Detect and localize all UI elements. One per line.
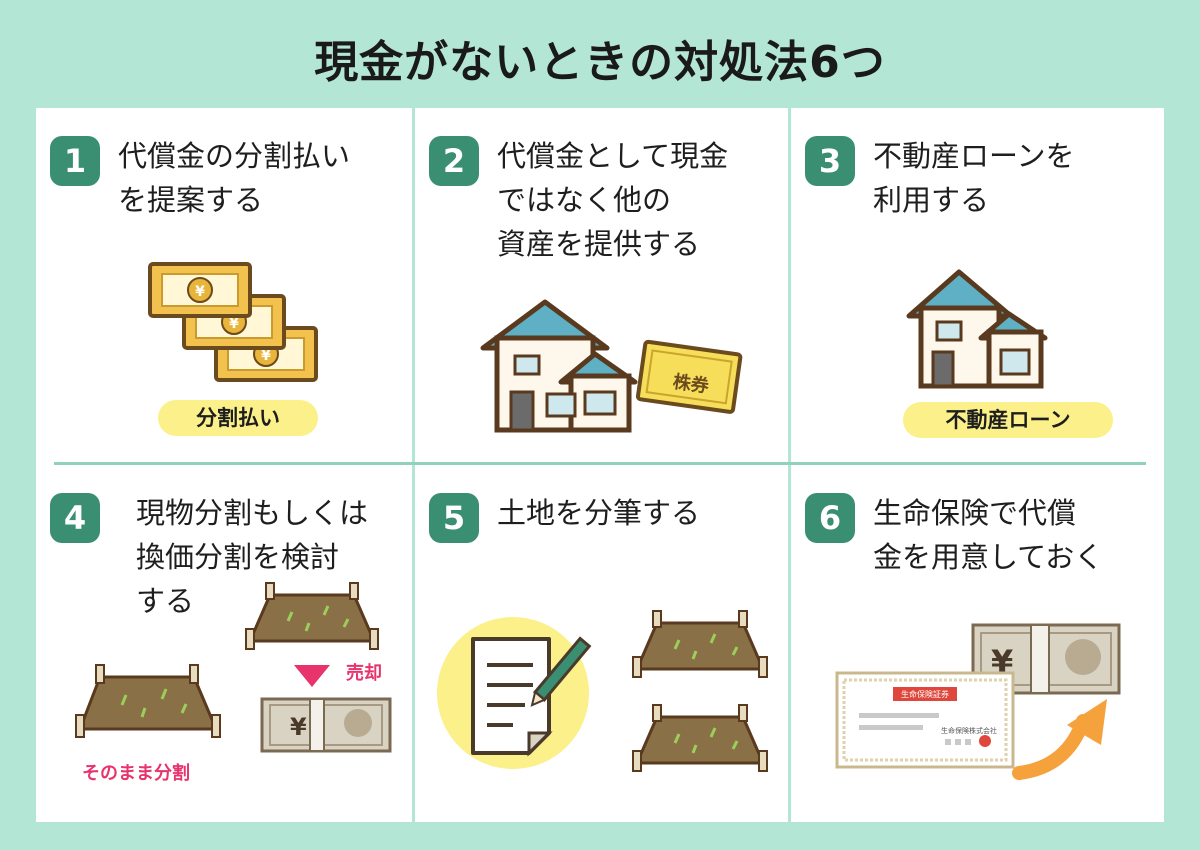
panel-6: 6 生命保険で代償 金を用意しておく ¥ 生命保険証券 生命保険株式会社 (791, 465, 1167, 822)
land-plot-icon (632, 610, 768, 678)
arrow-up-right-icon (1012, 699, 1107, 780)
panel-number-badge: 4 (50, 493, 100, 543)
insurance-certificate-icon (835, 671, 1015, 769)
installment-pill: 分割払い (158, 400, 318, 436)
panel-2: 2 代償金として現金 ではなく他の 資産を提供する 株券 (415, 108, 791, 465)
certificate-title: 生命保険証券 (901, 690, 949, 699)
divider-horizontal (54, 462, 1146, 465)
real-estate-loan-pill: 不動産ローン (903, 402, 1113, 438)
panel-number-badge: 1 (50, 136, 100, 186)
page-title: 現金がないときの対処法6つ (314, 37, 886, 88)
keep-as-is-label: そのまま分割 (82, 763, 190, 784)
panel-number-badge: 3 (805, 136, 855, 186)
stock-certificate-icon (635, 339, 743, 414)
panel-heading: 不動産ローンを 利用する (873, 139, 1075, 217)
arrow-down-icon (294, 665, 330, 687)
panel-heading: 土地を分筆する (497, 496, 701, 530)
land-plot-icon (632, 704, 768, 772)
house-icon (480, 299, 638, 433)
yen-banknote-bundle-icon: ¥ (971, 623, 1121, 695)
panel-heading: 現物分割もしくは 換価分割を検討 する (136, 496, 369, 618)
sale-label: 売却 (346, 663, 382, 684)
svg-text:¥: ¥ (229, 316, 239, 332)
divider-vertical (412, 108, 415, 822)
panel-heading: 代償金として現金 ではなく他の 資産を提供する (497, 139, 729, 261)
certificate-company: 生命保険株式会社 (941, 727, 997, 735)
svg-text:¥: ¥ (290, 713, 307, 741)
panel-number-badge: 6 (805, 493, 855, 543)
svg-text:¥: ¥ (261, 348, 271, 364)
land-plot-icon (245, 582, 379, 650)
panel-1: 1 代償金の分割払い を提案する ¥ ¥ ¥ 分割払い (36, 108, 412, 465)
yen-banknotes-icon: ¥ ¥ ¥ (148, 262, 318, 382)
document-icon (437, 617, 592, 769)
house-icon (906, 269, 1048, 389)
panel-5: 5 土地を分筆する (415, 465, 791, 822)
land-plot-icon (75, 664, 221, 738)
divider-vertical (788, 108, 791, 822)
panel-heading: 代償金の分割払い を提案する (118, 139, 351, 217)
panel-number-badge: 2 (429, 136, 479, 186)
yen-banknote-bundle-icon: ¥ (260, 697, 392, 753)
panel-4: 4 現物分割もしくは 換価分割を検討 する そのまま分割 売却 (36, 465, 412, 822)
options-board: 1 代償金の分割払い を提案する ¥ ¥ ¥ 分割払い (36, 108, 1164, 822)
panel-heading: 生命保険で代償 金を用意しておく (873, 496, 1104, 574)
panel-number-badge: 5 (429, 493, 479, 543)
panel-3: 3 不動産ローンを 利用する 不動産ローン (791, 108, 1167, 465)
svg-text:¥: ¥ (195, 284, 205, 300)
